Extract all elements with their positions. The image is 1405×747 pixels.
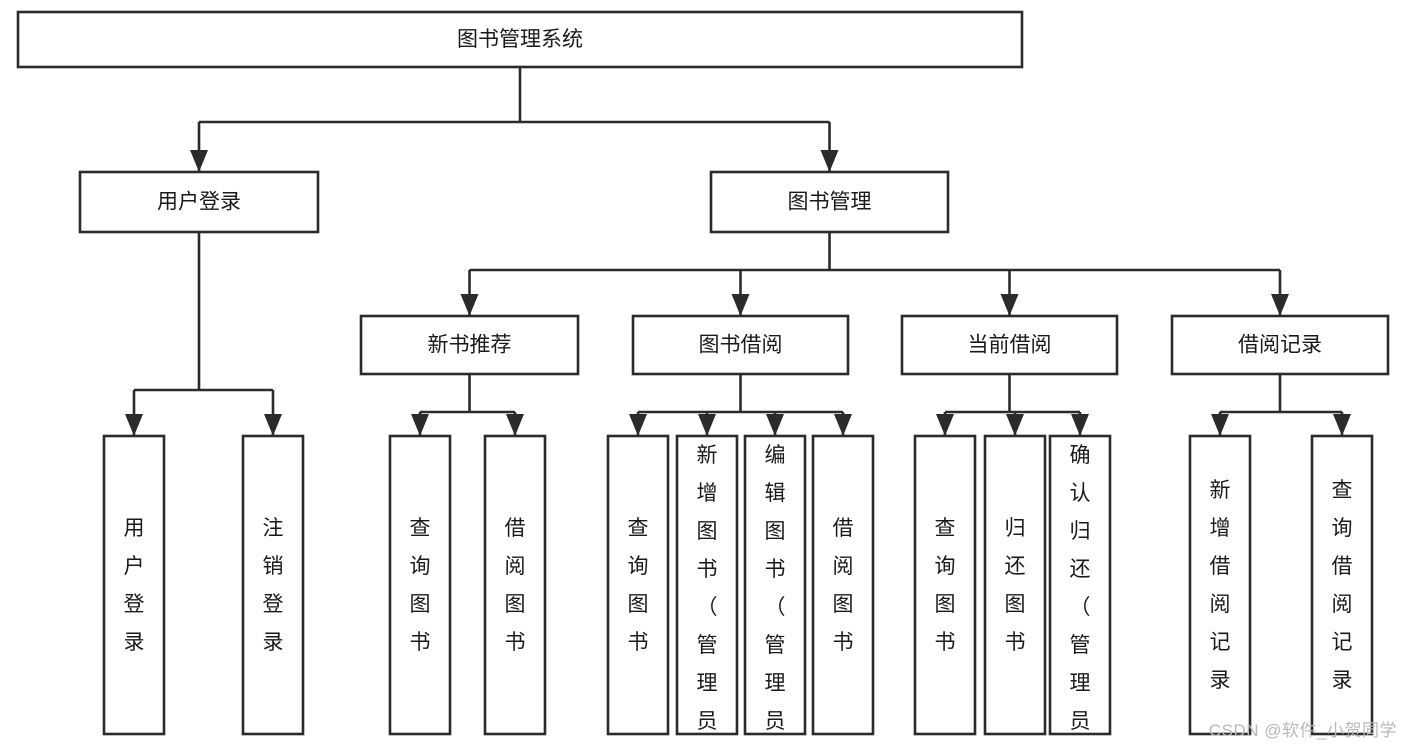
node-label-leaf-add-book: 新增图书（管理员） <box>697 444 718 747</box>
arrow-current-borrow <box>1000 294 1019 316</box>
node-label-leaf-borrow-book-2: 借阅图书 <box>833 517 854 654</box>
arrow-leaf-user-logout <box>264 414 282 436</box>
node-box-leaf-query-book-1 <box>388 434 452 736</box>
node-label-leaf-user-logout: 注销登录 <box>263 517 284 654</box>
node-leaf-user-logout[interactable]: 注销登录 <box>241 434 305 736</box>
node-book-borrow[interactable]: 图书借阅 <box>631 314 850 376</box>
node-label-leaf-user-login: 用户登录 <box>124 517 145 654</box>
node-label-root: 图书管理系统 <box>457 28 583 51</box>
arrow-leaf-edit-book <box>766 414 784 436</box>
arrow-leaf-query-book-1 <box>411 414 429 436</box>
node-box-user-login <box>78 170 320 234</box>
node-box-leaf-user-logout <box>241 434 305 736</box>
node-leaf-user-login[interactable]: 用户登录 <box>102 434 166 736</box>
node-leaf-borrow-book-1[interactable]: 借阅图书 <box>483 434 547 736</box>
node-box-leaf-borrow-book-2 <box>811 434 875 736</box>
arrow-new-book-recommend <box>460 294 479 316</box>
arrow-user-login <box>190 150 208 172</box>
node-box-current-borrow <box>900 314 1119 376</box>
arrow-book-manage <box>820 150 839 172</box>
node-leaf-add-record[interactable]: 新增借阅记录 <box>1188 434 1252 736</box>
arrow-borrow-record <box>1271 294 1289 316</box>
node-label-book-borrow: 图书借阅 <box>699 334 783 357</box>
node-label-leaf-query-book-3: 查询图书 <box>935 517 956 654</box>
node-label-new-book-recommend: 新书推荐 <box>428 334 512 357</box>
node-label-leaf-confirm-return: 确认归还（管理员） <box>1070 444 1091 747</box>
connector-lines-layer <box>125 67 1351 436</box>
node-label-user-login: 用户登录 <box>157 191 241 214</box>
arrow-leaf-query-record <box>1333 414 1351 436</box>
node-leaf-query-book-2[interactable]: 查询图书 <box>606 434 670 736</box>
node-box-leaf-user-login <box>102 434 166 736</box>
node-box-borrow-record <box>1170 314 1390 376</box>
node-label-leaf-query-book-1: 查询图书 <box>410 517 431 654</box>
node-current-borrow[interactable]: 当前借阅 <box>900 314 1119 376</box>
node-leaf-query-book-3[interactable]: 查询图书 <box>913 434 977 736</box>
node-box-book-borrow <box>631 314 850 376</box>
node-box-leaf-confirm-return <box>1048 434 1112 736</box>
node-leaf-edit-book[interactable]: 编辑图书（管理员） <box>743 434 807 747</box>
node-box-leaf-edit-book <box>743 434 807 736</box>
node-leaf-confirm-return[interactable]: 确认归还（管理员） <box>1048 434 1112 747</box>
node-box-root <box>16 10 1024 69</box>
arrow-leaf-return-book <box>1006 414 1024 436</box>
arrow-book-borrow <box>731 294 750 316</box>
nodes-layer: 图书管理系统用户登录图书管理新书推荐图书借阅当前借阅借阅记录用户登录注销登录查询… <box>16 10 1390 747</box>
node-label-book-manage: 图书管理 <box>788 191 872 214</box>
node-box-leaf-add-record <box>1188 434 1252 736</box>
node-label-leaf-borrow-book-1: 借阅图书 <box>505 517 526 654</box>
node-user-login[interactable]: 用户登录 <box>78 170 320 234</box>
node-box-leaf-query-record <box>1310 434 1374 736</box>
node-leaf-return-book[interactable]: 归还图书 <box>983 434 1047 736</box>
arrow-leaf-query-book-2 <box>629 414 647 436</box>
arrow-leaf-query-book-3 <box>936 414 954 436</box>
node-label-leaf-edit-book: 编辑图书（管理员） <box>765 444 786 747</box>
node-box-new-book-recommend <box>359 314 580 376</box>
node-book-manage[interactable]: 图书管理 <box>709 170 950 234</box>
arrow-leaf-borrow-book-1 <box>506 414 524 436</box>
arrow-leaf-add-book <box>698 414 716 436</box>
node-box-leaf-add-book <box>675 434 739 736</box>
node-label-leaf-query-book-2: 查询图书 <box>628 517 649 654</box>
node-label-current-borrow: 当前借阅 <box>968 334 1052 357</box>
node-box-leaf-return-book <box>983 434 1047 736</box>
node-leaf-add-book[interactable]: 新增图书（管理员） <box>675 434 739 747</box>
node-label-leaf-return-book: 归还图书 <box>1005 517 1026 654</box>
arrow-leaf-borrow-book-2 <box>834 414 852 436</box>
node-box-leaf-query-book-2 <box>606 434 670 736</box>
arrow-leaf-add-record <box>1211 414 1229 436</box>
node-box-leaf-query-book-3 <box>913 434 977 736</box>
node-leaf-query-record[interactable]: 查询借阅记录 <box>1310 434 1374 736</box>
arrow-leaf-confirm-return <box>1071 414 1089 436</box>
arrow-leaf-user-login <box>125 414 143 436</box>
node-root[interactable]: 图书管理系统 <box>16 10 1024 69</box>
node-new-book-recommend[interactable]: 新书推荐 <box>359 314 580 376</box>
node-leaf-borrow-book-2[interactable]: 借阅图书 <box>811 434 875 736</box>
node-box-leaf-borrow-book-1 <box>483 434 547 736</box>
node-label-borrow-record: 借阅记录 <box>1238 334 1322 357</box>
node-label-leaf-query-record: 查询借阅记录 <box>1332 479 1353 692</box>
node-leaf-query-book-1[interactable]: 查询图书 <box>388 434 452 736</box>
node-borrow-record[interactable]: 借阅记录 <box>1170 314 1390 376</box>
node-box-book-manage <box>709 170 950 234</box>
node-label-leaf-add-record: 新增借阅记录 <box>1210 479 1231 692</box>
